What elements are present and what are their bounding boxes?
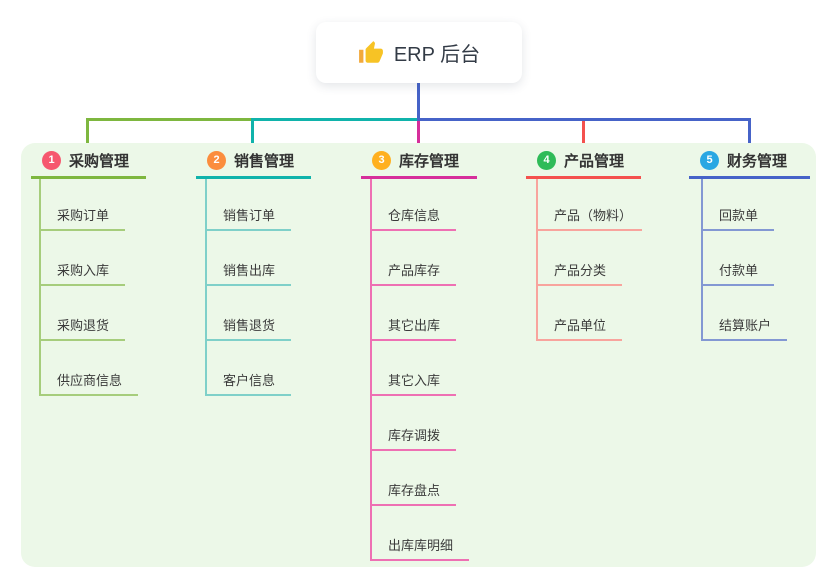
branch-badge: 5 (700, 150, 719, 170)
branch-title-product[interactable]: 4 产品管理 (526, 149, 641, 179)
child-item[interactable]: 采购入库 (39, 260, 125, 286)
child-item[interactable]: 库存盘点 (370, 480, 456, 506)
child-item[interactable]: 产品分类 (536, 260, 622, 286)
root-node[interactable]: ERP 后台 (316, 22, 522, 83)
branch-5-child-line (701, 179, 703, 341)
child-item[interactable]: 产品（物料） (536, 205, 642, 231)
child-item[interactable]: 供应商信息 (39, 370, 138, 396)
root-node-label: ERP 后台 (393, 44, 481, 66)
child-item[interactable]: 回款单 (701, 205, 774, 231)
branch-title-sales[interactable]: 2 销售管理 (196, 149, 311, 179)
branch-badge: 4 (537, 150, 556, 170)
child-item[interactable]: 销售出库 (205, 260, 291, 286)
child-item[interactable]: 付款单 (701, 260, 774, 286)
child-item[interactable]: 采购订单 (39, 205, 125, 231)
branch-title-label: 销售管理 (234, 152, 295, 170)
branch-1-child-line (39, 179, 41, 396)
child-item[interactable]: 仓库信息 (370, 205, 456, 231)
branch-3-child-line (370, 179, 372, 561)
branch-4-child-line (536, 179, 538, 341)
branch-title-label: 采购管理 (69, 152, 130, 170)
child-item[interactable]: 其它出库 (370, 315, 456, 341)
child-item[interactable]: 结算账户 (701, 315, 787, 341)
child-item[interactable]: 产品库存 (370, 260, 456, 286)
branch-title-purchase[interactable]: 1 采购管理 (31, 149, 146, 179)
child-item[interactable]: 出库库明细 (370, 535, 469, 561)
child-item[interactable]: 客户信息 (205, 370, 291, 396)
child-item[interactable]: 销售订单 (205, 205, 291, 231)
branch-title-label: 产品管理 (564, 152, 625, 170)
edge-branch-2 (251, 118, 420, 121)
branch-title-inventory[interactable]: 3 库存管理 (361, 149, 477, 179)
branches-background-panel (21, 143, 816, 567)
root-trunk-line (417, 83, 420, 121)
edge-branch-2-drop (251, 118, 254, 143)
child-item[interactable]: 销售退货 (205, 315, 291, 341)
child-item[interactable]: 其它入库 (370, 370, 456, 396)
thumbs-up-icon (358, 40, 383, 63)
child-item[interactable]: 产品单位 (536, 315, 622, 341)
edge-branch-4-drop (582, 121, 585, 143)
child-item[interactable]: 采购退货 (39, 315, 125, 341)
branch-title-label: 库存管理 (399, 152, 460, 170)
branch-badge: 2 (207, 150, 226, 170)
branch-badge: 3 (372, 150, 391, 170)
branch-title-finance[interactable]: 5 财务管理 (689, 149, 810, 179)
edge-branch-3-drop (417, 121, 420, 143)
child-item[interactable]: 库存调拨 (370, 425, 456, 451)
edge-branch-1-drop (86, 118, 89, 143)
edge-branch-5 (417, 118, 751, 121)
branch-badge: 1 (42, 150, 61, 170)
edge-branch-5-drop (748, 118, 751, 143)
branch-title-label: 财务管理 (727, 152, 788, 170)
branch-2-child-line (205, 179, 207, 396)
